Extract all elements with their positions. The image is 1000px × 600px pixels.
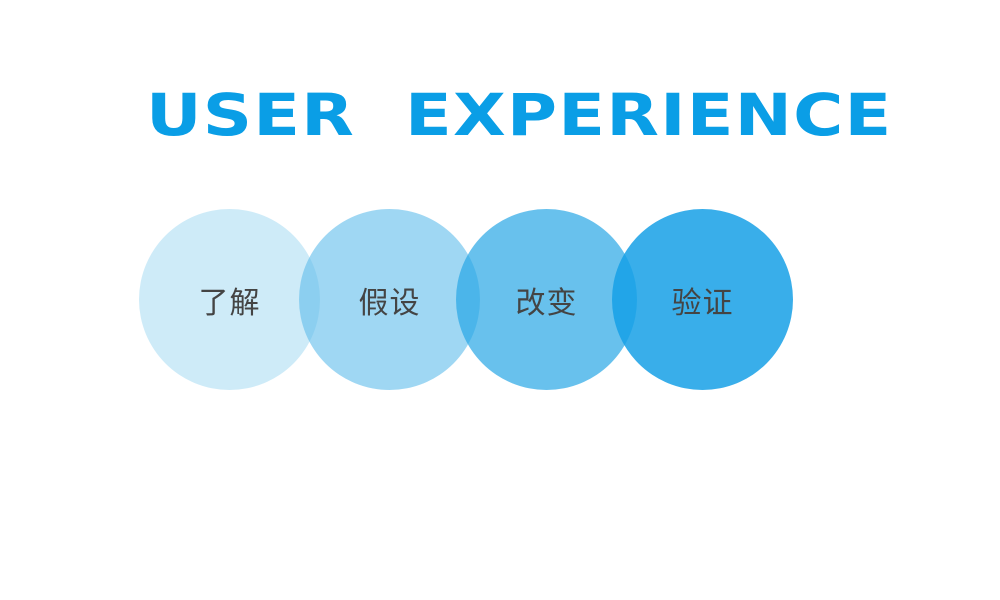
step-label: 了解 <box>198 285 261 321</box>
page-title: USER EXPERIENCE <box>146 81 893 149</box>
step-circle-hypothesize: 假设 <box>299 209 480 390</box>
step-label: 假设 <box>358 285 421 321</box>
step-label: 验证 <box>671 285 734 321</box>
step-label: 改变 <box>515 285 578 321</box>
step-circle-change: 改变 <box>456 209 637 390</box>
step-circle-understand: 了解 <box>139 209 320 390</box>
step-circle-validate: 验证 <box>612 209 793 390</box>
